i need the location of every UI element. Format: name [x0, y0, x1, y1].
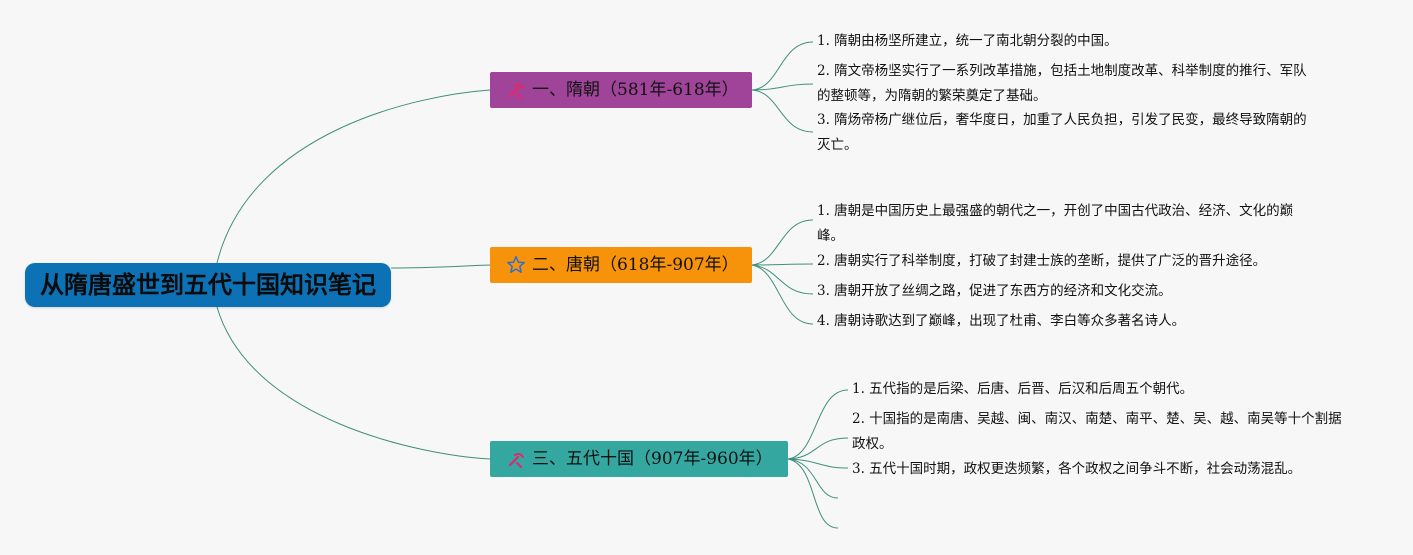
leaf-item[interactable]: 1. 五代指的是后梁、后唐、后晋、后汉和后周五个朝代。	[852, 381, 1194, 397]
branch-title: 二、唐朝（618年-907年）	[532, 255, 739, 275]
leaf-item[interactable]: 3. 五代十国时期，政权更迭频繁，各个政权之间争斗不断，社会动荡混乱。	[852, 461, 1302, 477]
root-topic[interactable]: 从隋唐盛世到五代十国知识笔记	[25, 263, 391, 307]
pickaxe-icon	[506, 449, 526, 469]
leaf-item[interactable]: 2. 隋文帝杨坚实行了一系列改革措施，包括土地制度改革、科举制度的推行、军队的整…	[817, 63, 1307, 104]
branch-title: 一、隋朝（581年-618年）	[532, 80, 739, 100]
leaf-item[interactable]: 2. 唐朝实行了科举制度，打破了封建士族的垄断，提供了广泛的晋升途径。	[817, 253, 1267, 269]
star-icon	[506, 255, 526, 275]
leaf-item[interactable]: 1. 隋朝由杨坚所建立，统一了南北朝分裂的中国。	[817, 33, 1118, 49]
branch-title: 三、五代十国（907年-960年）	[532, 449, 773, 469]
leaf-item[interactable]: 3. 唐朝开放了丝绸之路，促进了东西方的经济和文化交流。	[817, 283, 1172, 299]
leaf-item[interactable]: 2. 十国指的是南唐、吴越、闽、南汉、南楚、南平、楚、吴、越、南吴等十个割据政权…	[852, 411, 1342, 452]
root-title: 从隋唐盛世到五代十国知识笔记	[40, 271, 376, 299]
branch-tang-dynasty[interactable]: 二、唐朝（618年-907年）	[490, 247, 752, 283]
branch-sui-dynasty[interactable]: 一、隋朝（581年-618年）	[490, 72, 752, 108]
leaf-item[interactable]: 1. 唐朝是中国历史上最强盛的朝代之一，开创了中国古代政治、经济、文化的巅峰。	[817, 203, 1294, 244]
pickaxe-icon	[506, 80, 526, 100]
branch-five-dynasties[interactable]: 三、五代十国（907年-960年）	[490, 441, 788, 477]
leaf-item[interactable]: 4. 唐朝诗歌达到了巅峰，出现了杜甫、李白等众多著名诗人。	[817, 313, 1186, 329]
leaf-item[interactable]: 3. 隋炀帝杨广继位后，奢华度日，加重了人民负担，引发了民变，最终导致隋朝的灭亡…	[817, 112, 1307, 153]
